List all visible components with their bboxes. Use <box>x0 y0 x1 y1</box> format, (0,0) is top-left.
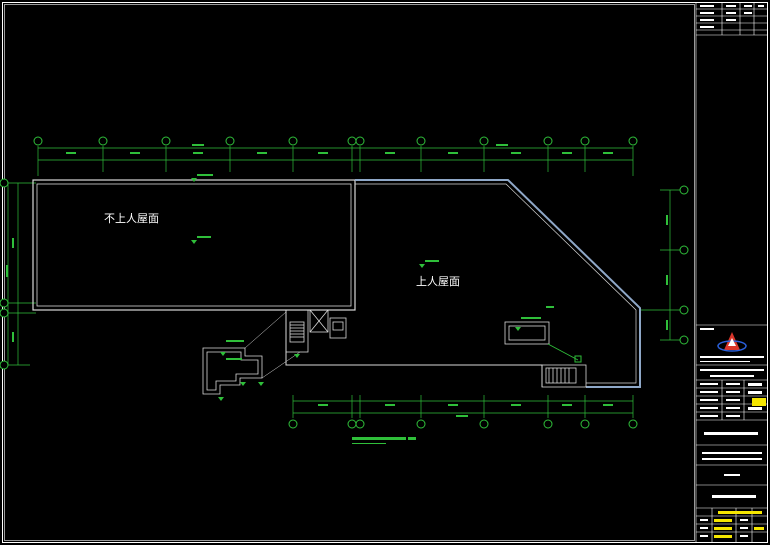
drawing-title-block <box>352 437 416 444</box>
axis-bubble <box>479 136 489 146</box>
top-axis-bubbles <box>33 136 638 146</box>
elevation-marker <box>218 397 224 401</box>
left-axis-row <box>4 182 36 366</box>
drawing-inner-frame <box>4 4 695 541</box>
axis-bubble <box>580 419 590 429</box>
axis-bubble <box>416 136 426 146</box>
title-block <box>695 2 768 543</box>
stair-housing-right <box>541 364 587 388</box>
axis-bubble <box>0 308 9 318</box>
right-dimension-text-marks <box>666 215 668 330</box>
axis-bubble <box>161 136 171 146</box>
axis-bubble <box>355 419 365 429</box>
top-dimension-text-marks <box>66 144 613 154</box>
detail-callout <box>202 311 301 395</box>
left-axis-bubbles <box>0 178 9 370</box>
axis-bubble <box>355 136 365 146</box>
elevation-marker <box>419 264 425 268</box>
roof-label-no-access: 不上人屋面 <box>104 212 159 225</box>
bottom-dimension-text-marks <box>318 404 613 417</box>
axis-bubble <box>288 419 298 429</box>
axis-bubble <box>580 136 590 146</box>
elevation-marker <box>515 327 521 331</box>
bottom-axis-bubbles <box>288 419 638 429</box>
axis-bubble <box>679 245 689 255</box>
axis-bubble <box>416 419 426 429</box>
axis-bubble <box>679 305 689 315</box>
axis-bubble <box>288 136 298 146</box>
roof-access-outline <box>285 179 641 388</box>
axis-bubble <box>347 136 357 146</box>
top-axis-row <box>37 146 634 176</box>
axis-bubble <box>33 136 43 146</box>
axis-bubble <box>0 178 9 188</box>
bottom-axis-row <box>292 395 634 418</box>
elevation-marker <box>294 354 300 358</box>
axis-bubble <box>347 419 357 429</box>
axis-bubble <box>628 419 638 429</box>
elevation-marker <box>220 352 226 356</box>
elevation-marker <box>191 240 197 244</box>
title-block-text-marks <box>700 5 764 537</box>
axis-bubble <box>225 136 235 146</box>
axis-bubble <box>0 360 9 370</box>
axis-bubble <box>679 335 689 345</box>
axis-bubble <box>98 136 108 146</box>
axis-bubble <box>543 419 553 429</box>
roof-hatch <box>504 321 579 361</box>
elevation-marker <box>191 178 197 182</box>
company-logo <box>717 332 747 352</box>
axis-bubble <box>0 298 9 308</box>
stair-core <box>285 309 347 353</box>
axis-bubble <box>628 136 638 146</box>
axis-bubble <box>679 185 689 195</box>
roof-no-access-outline <box>32 179 356 311</box>
elevation-marker <box>240 382 246 386</box>
elevation-markers <box>191 174 582 401</box>
elevation-marker <box>258 382 264 386</box>
axis-bubble <box>543 136 553 146</box>
right-axis-bubbles <box>679 185 689 345</box>
left-dimension-text-marks <box>6 238 14 342</box>
roof-label-access: 上人屋面 <box>416 275 460 288</box>
title-block-highlights <box>714 398 766 538</box>
axis-bubble <box>479 419 489 429</box>
right-axis-row <box>640 189 688 341</box>
